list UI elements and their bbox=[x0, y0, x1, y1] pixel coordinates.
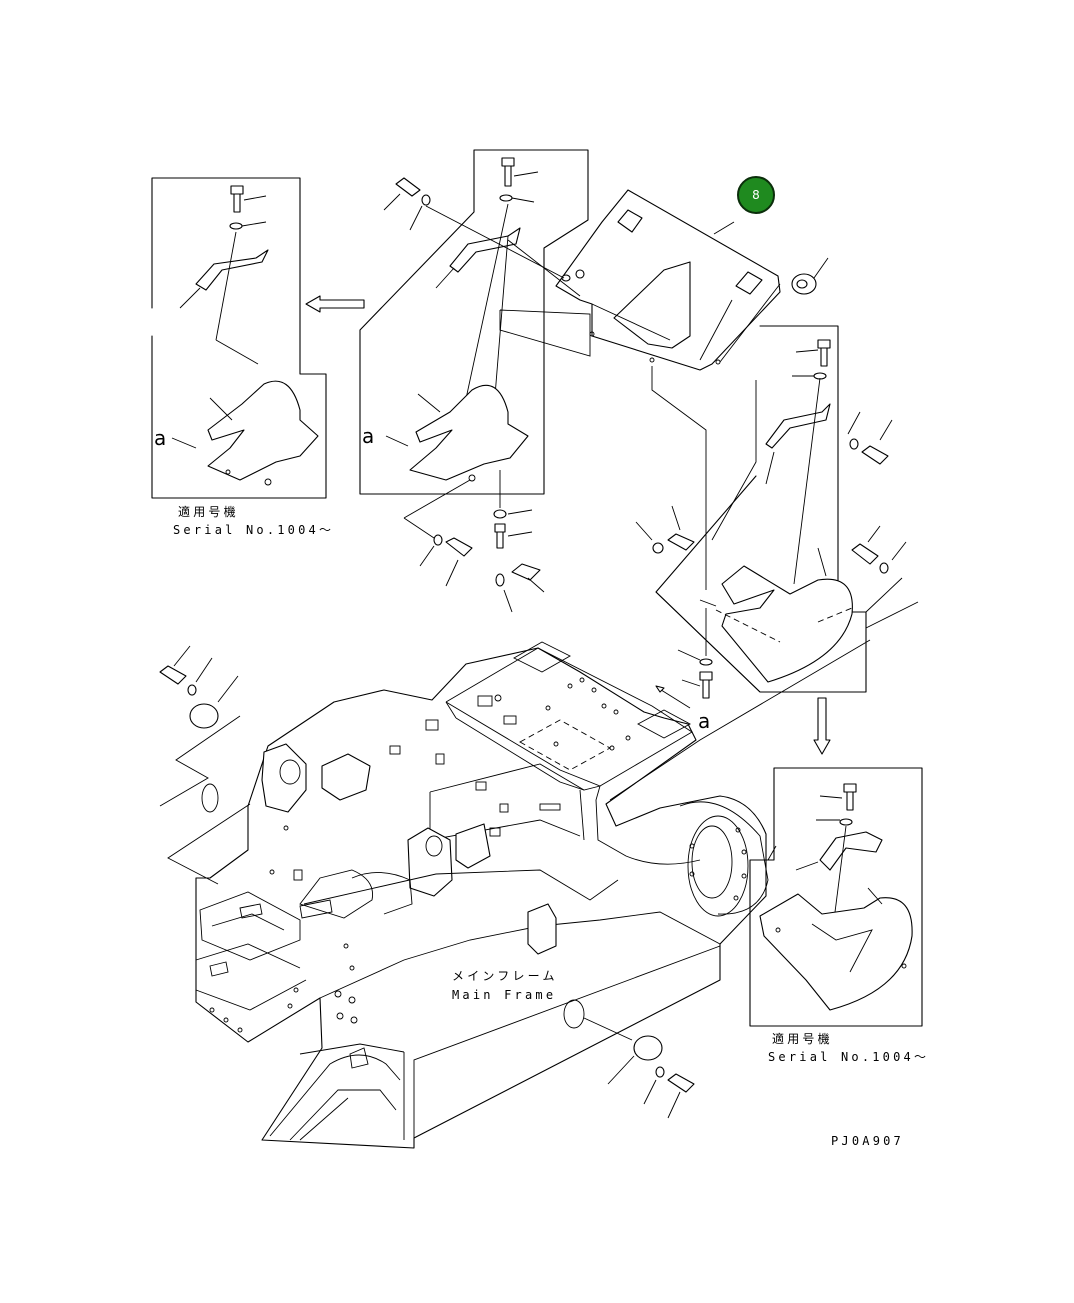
access-cover-icon bbox=[633, 1035, 663, 1061]
bracket-icon bbox=[765, 403, 831, 449]
bracket-icon bbox=[819, 831, 883, 871]
bracket-icon bbox=[195, 249, 269, 291]
bolt-icon bbox=[843, 783, 857, 811]
main-frame-jp-label: メインフレーム bbox=[452, 969, 558, 983]
detail-box-top-left bbox=[151, 177, 327, 499]
bracket-icon bbox=[449, 227, 521, 273]
cover-icon bbox=[207, 380, 319, 481]
serial-en-label-bottom: Serial No.1004～ bbox=[768, 1050, 930, 1064]
washer-icon bbox=[229, 222, 243, 230]
arrow-left-icon bbox=[305, 295, 365, 313]
detail-box-bottom-right bbox=[749, 767, 923, 1027]
view-a-label-right: a bbox=[698, 709, 711, 733]
washer-icon bbox=[499, 194, 513, 202]
washer-icon bbox=[839, 818, 853, 826]
assembly-box-top-center bbox=[359, 149, 589, 613]
callout-badge-8[interactable]: 8 bbox=[737, 176, 775, 214]
access-cover-left bbox=[201, 783, 219, 813]
right-access-cover-group bbox=[583, 1017, 695, 1119]
washer-icon bbox=[849, 438, 859, 450]
bolt-icon bbox=[851, 543, 879, 565]
assembly-box-right bbox=[635, 325, 919, 693]
cover-icon bbox=[409, 384, 529, 481]
view-a-label-center: a bbox=[362, 424, 375, 448]
drawing-code: PJ0A907 bbox=[831, 1134, 904, 1148]
washer-icon bbox=[699, 658, 713, 666]
bolt-icon bbox=[445, 537, 473, 557]
bolt-icon bbox=[667, 533, 695, 551]
cover-icon bbox=[759, 893, 913, 1011]
washer-icon bbox=[421, 194, 431, 206]
top-cover-plate bbox=[425, 189, 829, 371]
serial-jp-label-bottom: 適用号機 bbox=[772, 1032, 833, 1046]
main-frame bbox=[195, 641, 769, 1149]
access-cover-frame bbox=[563, 999, 585, 1029]
access-cover-icon bbox=[189, 703, 219, 729]
washer-icon bbox=[652, 542, 664, 554]
washer-icon bbox=[495, 573, 505, 587]
washer-icon bbox=[879, 562, 889, 574]
bolt-icon bbox=[511, 563, 541, 581]
washer-icon bbox=[493, 509, 507, 519]
washer-icon bbox=[187, 684, 197, 696]
bolt-icon bbox=[817, 339, 831, 367]
bolt-icon bbox=[159, 665, 187, 685]
serial-jp-label-top: 適用号機 bbox=[178, 505, 239, 519]
bolt-icon bbox=[667, 1073, 695, 1093]
bolt-icon bbox=[395, 177, 421, 197]
bolt-icon bbox=[494, 523, 506, 549]
serial-en-label-top: Serial No.1004～ bbox=[173, 523, 335, 537]
view-a-label-left: a bbox=[154, 426, 167, 450]
bolt-icon bbox=[861, 445, 889, 465]
bolt-icon bbox=[230, 185, 244, 213]
grommet-icon bbox=[791, 273, 817, 295]
left-access-cover-group bbox=[159, 645, 251, 885]
washer-icon bbox=[433, 534, 443, 546]
cover-icon bbox=[721, 565, 853, 683]
bolt-icon bbox=[501, 157, 515, 187]
arrow-down-icon bbox=[813, 697, 831, 755]
main-frame-en-label: Main Frame bbox=[452, 988, 557, 1002]
bolt-icon bbox=[699, 671, 713, 699]
washer-icon bbox=[655, 1066, 665, 1078]
